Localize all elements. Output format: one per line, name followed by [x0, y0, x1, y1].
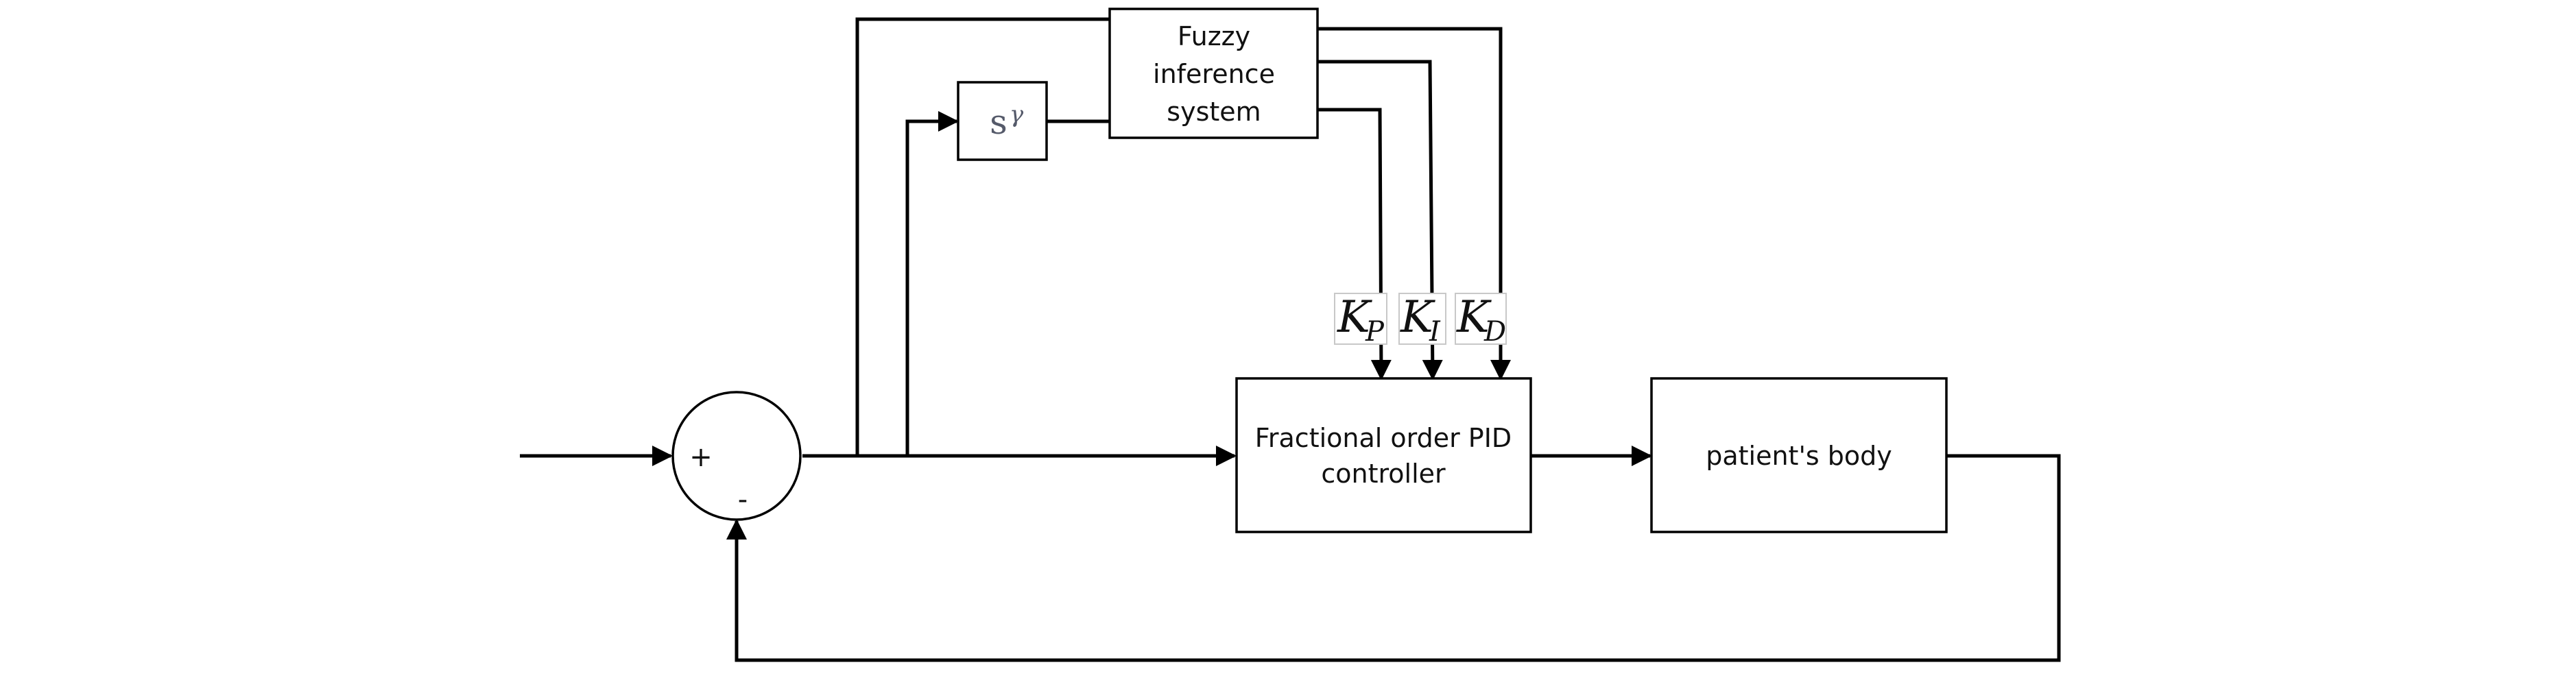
feedback-line: [726, 454, 2061, 662]
controller-label-line1: Fractional order PID: [1255, 423, 1512, 453]
gain-kd-subscript: D: [1483, 316, 1506, 348]
connections: [520, 17, 2061, 662]
error-to-fuzzy-line: [855, 17, 1110, 456]
derivative-exponent: γ: [1010, 101, 1024, 128]
gain-kp: K P: [1334, 292, 1387, 348]
controller-label-line2: controller: [1321, 459, 1446, 489]
fuzzy-label-line3: system: [1167, 97, 1261, 127]
fuzzy-inference-block: Fuzzy inference system: [1108, 8, 1319, 139]
gain-ki-frame: [1398, 293, 1446, 345]
error-to-derivative-line: [905, 111, 959, 456]
gain-kd-symbol: K: [1456, 292, 1492, 343]
gain-kp-subscript: P: [1365, 316, 1385, 348]
plant-block: patient's body: [1650, 377, 1948, 533]
fopid-controller-block: Fractional order PID controller: [1235, 377, 1532, 533]
gain-kd: K D: [1455, 292, 1507, 348]
summing-junction: + -: [671, 391, 802, 521]
derivative-box: [957, 81, 1048, 161]
derivative-base: s: [990, 102, 1007, 142]
gain-ki: K I: [1398, 292, 1446, 348]
fuzzy-label-line2: inference: [1153, 59, 1275, 89]
fuzzy-to-ki-line: [1317, 60, 1443, 380]
summing-circle: [671, 391, 802, 521]
fuzzy-to-kd-line: [1317, 27, 1511, 380]
gain-ki-symbol: K: [1400, 292, 1435, 343]
fuzzy-label-line1: Fuzzy: [1178, 21, 1250, 51]
gain-kd-frame: [1455, 293, 1507, 345]
gain-kp-frame: [1334, 293, 1387, 345]
gain-ki-subscript: I: [1429, 316, 1441, 348]
gain-labels: K P K I K D: [1334, 292, 1507, 348]
summing-plus-sign: +: [689, 441, 713, 473]
gain-kp-symbol: K: [1337, 292, 1372, 343]
plant-box: [1650, 377, 1948, 533]
fuzzy-box: [1108, 8, 1319, 139]
fractional-derivative-block: s γ: [957, 81, 1048, 161]
plant-label: patient's body: [1706, 441, 1892, 471]
fuzzy-to-kp-line: [1317, 108, 1392, 380]
summing-minus-sign: -: [738, 484, 748, 516]
controller-box: [1235, 377, 1532, 533]
